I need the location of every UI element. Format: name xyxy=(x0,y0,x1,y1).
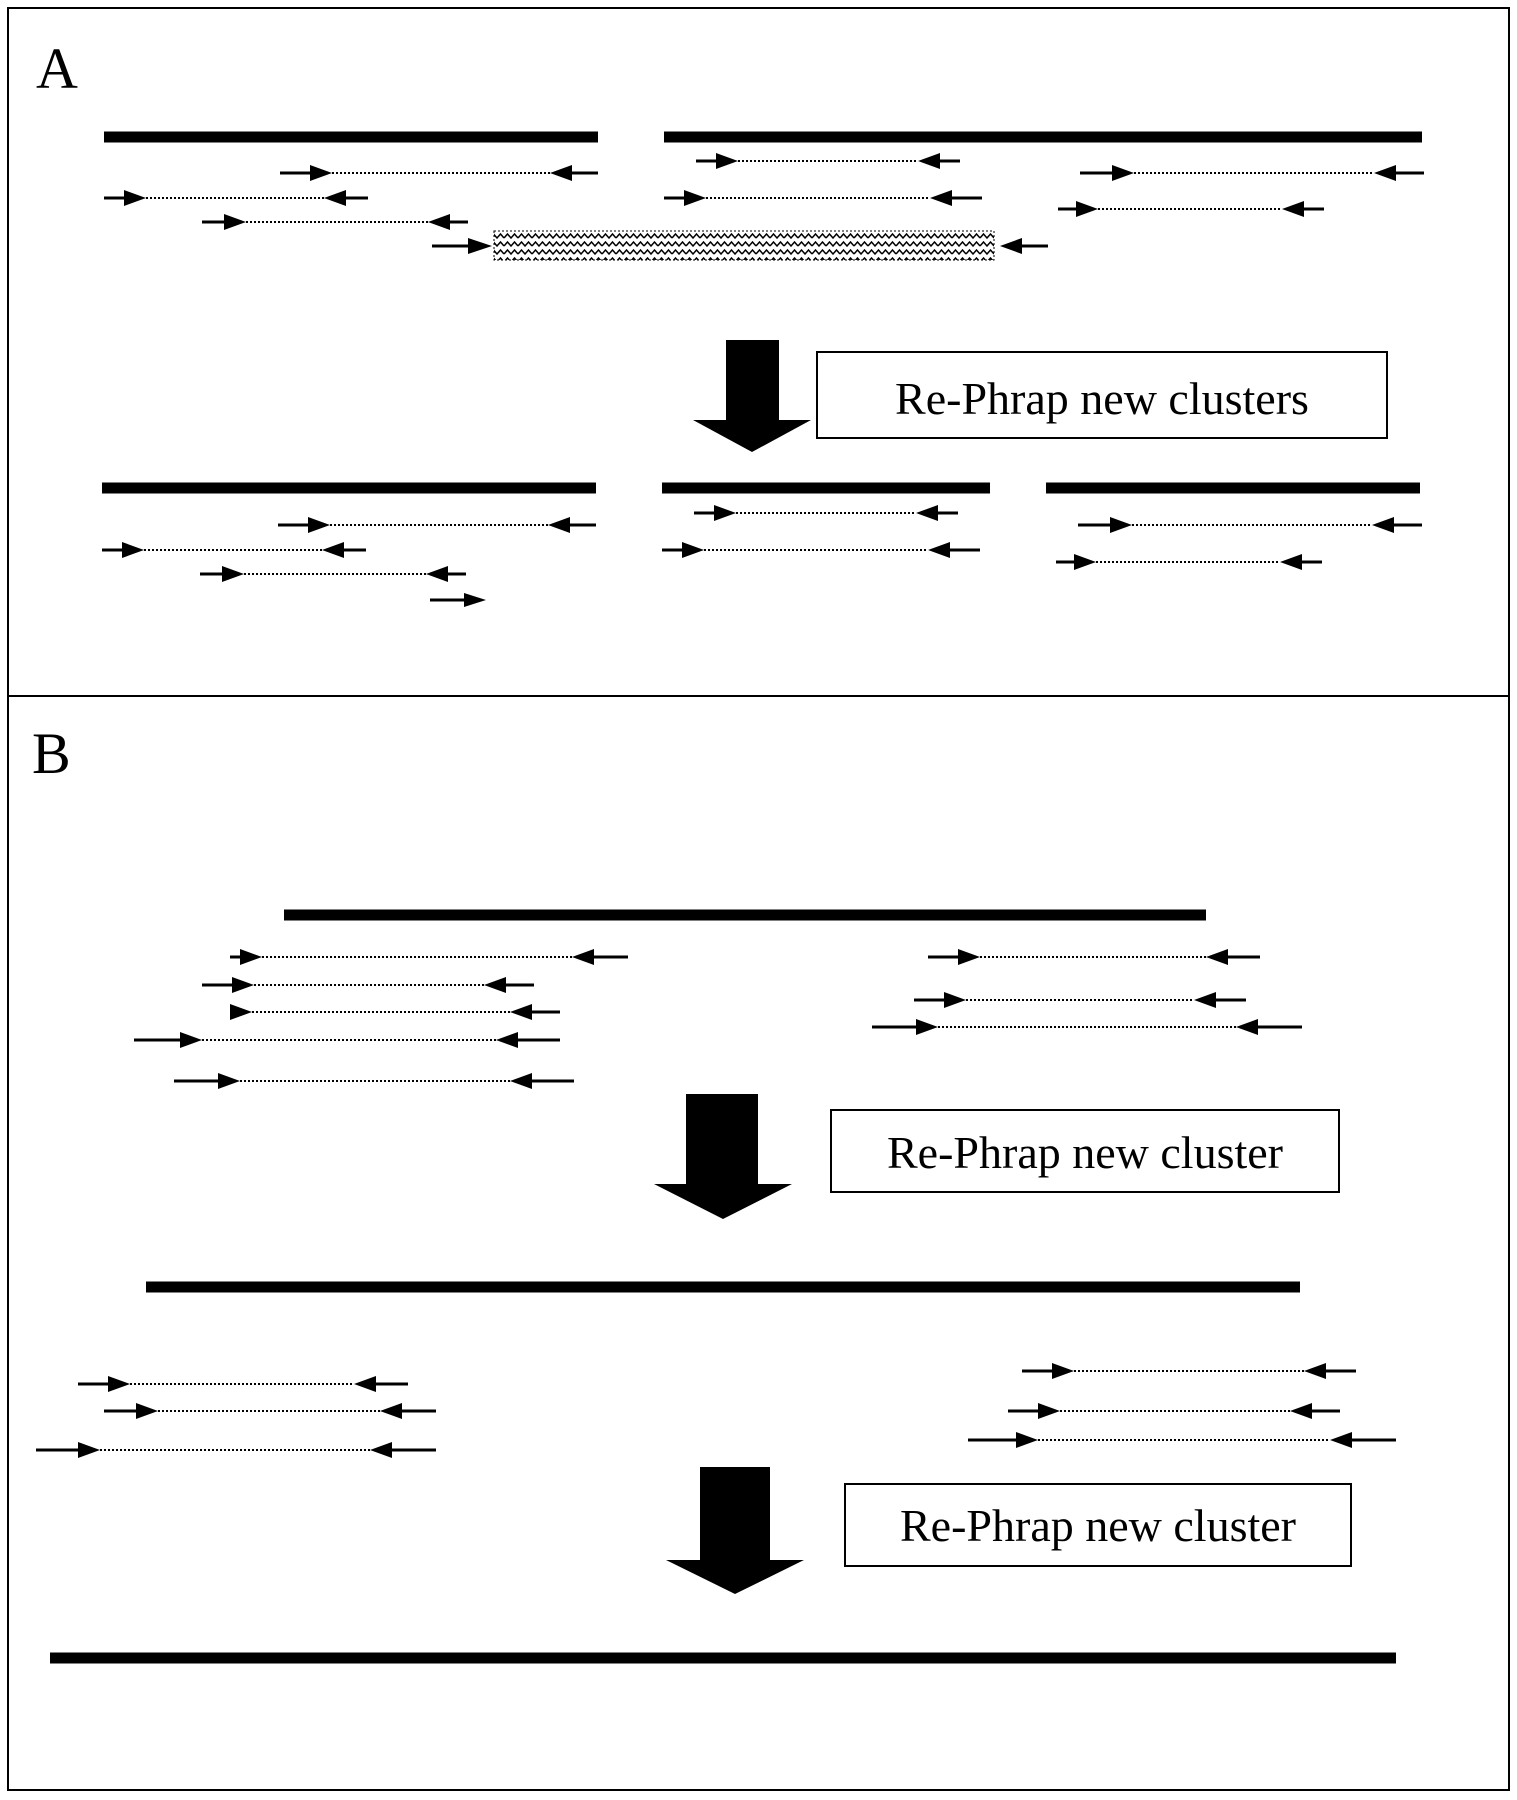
read-pair xyxy=(928,949,1260,965)
panel-b-letter: B xyxy=(32,721,71,786)
read-end xyxy=(430,593,486,607)
down-arrow-icon xyxy=(654,1094,792,1219)
step-label: Re-Phrap new cluster xyxy=(887,1127,1283,1178)
step-label: Re-Phrap new cluster xyxy=(900,1500,1296,1551)
read-pair xyxy=(1008,1403,1340,1419)
step-label-box xyxy=(844,1483,1352,1567)
down-arrow-icon xyxy=(666,1467,804,1594)
read-pair xyxy=(202,977,534,993)
read-pair xyxy=(200,566,466,582)
read-pair xyxy=(1078,517,1422,533)
read-pair xyxy=(1022,1363,1356,1379)
repeat-region xyxy=(493,230,995,261)
misassembled-read-pair xyxy=(432,230,1048,261)
read-pair xyxy=(1056,554,1322,570)
step-label-box xyxy=(816,351,1388,439)
read-pair xyxy=(914,992,1246,1008)
read-pair xyxy=(78,1376,408,1392)
panel-b-border xyxy=(7,695,1510,1791)
read-pair xyxy=(134,1032,560,1048)
read-pair xyxy=(202,214,468,230)
read-pair xyxy=(104,190,368,206)
read-pair xyxy=(104,1403,436,1419)
read-pair xyxy=(664,190,982,206)
read-pair xyxy=(1058,201,1324,217)
read-pair xyxy=(1080,165,1424,181)
read-pair xyxy=(174,1073,574,1089)
read-pair xyxy=(230,949,628,965)
read-pair xyxy=(280,165,598,181)
step-label: Re-Phrap new clusters xyxy=(895,373,1309,424)
panel-a-letter: A xyxy=(36,36,78,101)
read-pair xyxy=(662,542,980,558)
read-pair xyxy=(230,1004,560,1020)
read-pair xyxy=(872,1019,1302,1035)
step-label-box xyxy=(830,1109,1340,1193)
read-pair xyxy=(694,505,958,521)
read-pair xyxy=(102,542,366,558)
down-arrow-icon xyxy=(693,340,811,452)
read-pair xyxy=(278,517,596,533)
read-pair xyxy=(968,1432,1396,1448)
read-pair xyxy=(36,1442,436,1458)
read-pair xyxy=(696,153,960,169)
